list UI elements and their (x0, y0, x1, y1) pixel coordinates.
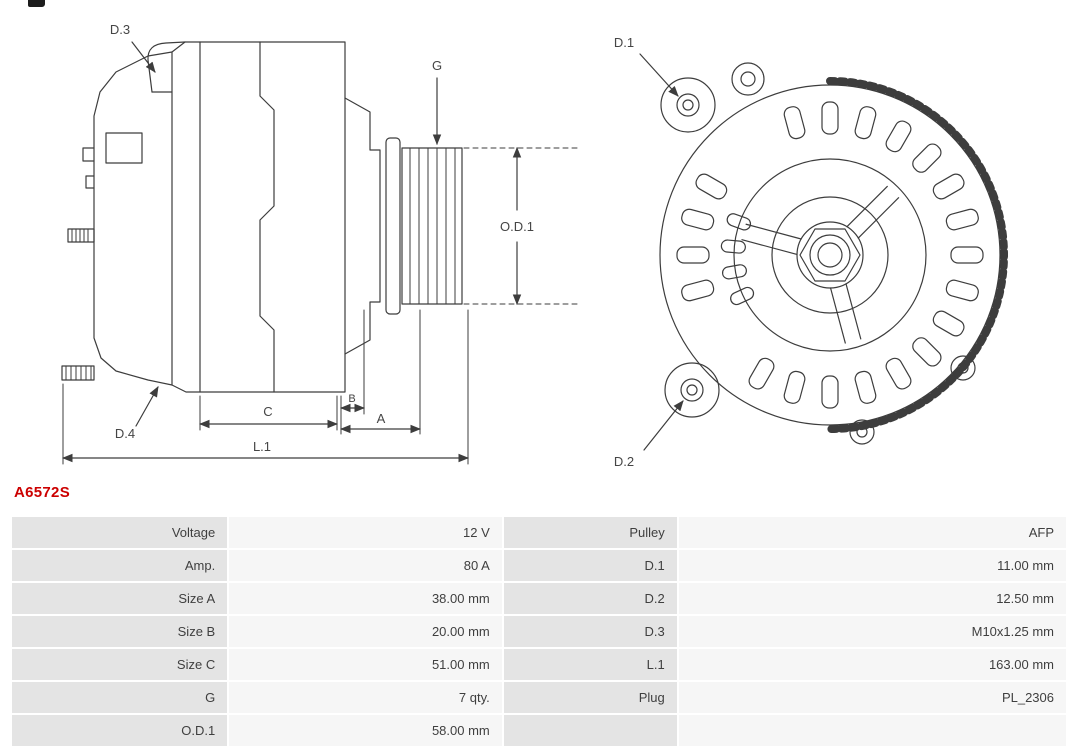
spec-value: 80 A (229, 550, 502, 581)
spec-value: 58.00 mm (229, 715, 502, 746)
spec-label: D.3 (503, 616, 677, 647)
table-row: Voltage 12 V Pulley AFP (12, 517, 1066, 548)
spec-label: O.D.1 (12, 715, 228, 746)
side-view: G D.3 D.4 O.D.1 (61, 22, 579, 465)
spec-label (503, 715, 677, 746)
spec-value: M10x1.25 mm (678, 616, 1066, 647)
spec-label: Size B (12, 616, 228, 647)
table-row: Size A 38.00 mm D.2 12.50 mm (12, 583, 1066, 614)
spec-label: L.1 (503, 649, 677, 680)
leader-d4 (135, 386, 159, 427)
dim-label-d2: D.2 (614, 454, 634, 469)
table-row: Size B 20.00 mm D.3 M10x1.25 mm (12, 616, 1066, 647)
spec-table: Voltage 12 V Pulley AFP Amp. 80 A D.1 11… (10, 515, 1068, 748)
leader-d1 (639, 53, 679, 97)
dim-label-a: A (377, 411, 386, 426)
housing-outline (659, 77, 1008, 433)
side-view-dimensions: G D.3 D.4 O.D.1 (61, 22, 579, 465)
rear-housing (61, 51, 173, 386)
dim-label-d4: D.4 (115, 426, 135, 441)
spec-label: Voltage (12, 517, 228, 548)
leader-d2 (643, 400, 684, 451)
spec-label: G (12, 682, 228, 713)
front-view: D.1 D.2 (614, 35, 1008, 469)
dim-label-c: C (263, 404, 272, 419)
pulley-face (733, 158, 927, 352)
table-row: G 7 qty. Plug PL_2306 (12, 682, 1066, 713)
table-row: Amp. 80 A D.1 11.00 mm (12, 550, 1066, 581)
pulley (385, 137, 463, 315)
dim-label-d1: D.1 (614, 35, 634, 50)
spec-label: D.1 (503, 550, 677, 581)
mounting-holes (660, 62, 976, 445)
spec-value: 20.00 mm (229, 616, 502, 647)
front-bracket (147, 41, 381, 393)
leader-d3 (131, 41, 156, 73)
spec-label: Amp. (12, 550, 228, 581)
spec-label: Pulley (503, 517, 677, 548)
vent-slots (676, 101, 984, 409)
front-view-dimensions: D.1 D.2 (614, 35, 684, 469)
spec-value: 7 qty. (229, 682, 502, 713)
dim-label-l1: L.1 (253, 439, 271, 454)
spec-value: 51.00 mm (229, 649, 502, 680)
part-number: A6572S (14, 484, 71, 501)
spec-label: Size C (12, 649, 228, 680)
spec-value: 163.00 mm (678, 649, 1066, 680)
spec-value: 12 V (229, 517, 502, 548)
shaft-nut (799, 228, 861, 282)
table-row: Size C 51.00 mm L.1 163.00 mm (12, 649, 1066, 680)
spec-label: D.2 (503, 583, 677, 614)
table-row: O.D.1 58.00 mm (12, 715, 1066, 746)
alternator-drawing-svg: G D.3 D.4 O.D.1 (61, 22, 1008, 469)
spec-value: 38.00 mm (229, 583, 502, 614)
technical-drawings: G D.3 D.4 O.D.1 (61, 22, 1008, 469)
dim-label-od1: O.D.1 (500, 219, 534, 234)
spec-value: 12.50 mm (678, 583, 1066, 614)
spec-label: Size A (12, 583, 228, 614)
dim-label-d3: D.3 (110, 22, 130, 37)
corner-mark (28, 0, 45, 7)
spec-value: 11.00 mm (678, 550, 1066, 581)
spec-value: AFP (678, 517, 1066, 548)
spec-value (678, 715, 1066, 746)
dim-label-b: B (348, 393, 355, 405)
spec-label: Plug (503, 682, 677, 713)
spec-value: PL_2306 (678, 682, 1066, 713)
dim-label-g: G (432, 58, 442, 73)
